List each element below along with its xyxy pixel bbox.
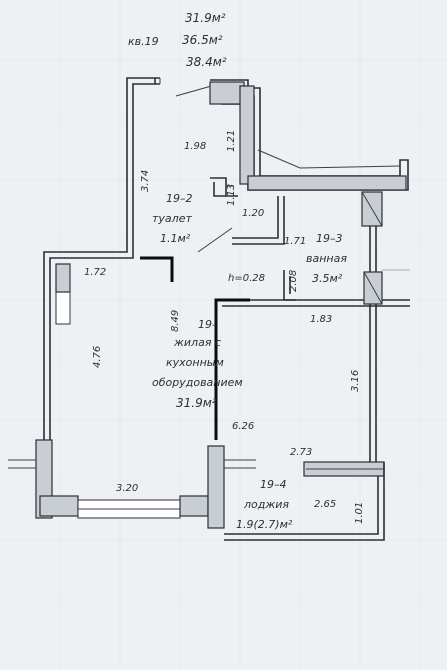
dim-113: 1.13	[226, 184, 237, 206]
dim-171: 1.71	[284, 236, 306, 247]
wc-area: 1.1м²	[160, 232, 191, 245]
header-apt: кв.19	[128, 35, 159, 48]
dim-265: 2.65	[314, 499, 336, 510]
loggia-name: лоджия	[243, 498, 289, 511]
dim-h: h=0.28	[228, 273, 265, 284]
dim-476: 4.76	[92, 346, 103, 368]
marker-lines	[140, 256, 250, 440]
dim-626: 6.26	[232, 421, 254, 432]
header-area-1: 31.9м²	[185, 11, 226, 25]
living-name-2: кухонным	[166, 356, 224, 369]
header-area-3: 38.4м²	[186, 55, 227, 69]
living-area: 31.9м²	[176, 396, 217, 410]
loggia-number: 19–4	[260, 478, 287, 491]
dim-120: 1.20	[242, 208, 264, 219]
dim-198: 1.98	[184, 141, 206, 152]
left-wall	[43, 77, 161, 440]
loggia-walls	[224, 461, 385, 541]
wc-number: 19–2	[166, 192, 193, 205]
leader-lines	[197, 227, 233, 253]
dim-172: 1.72	[84, 267, 106, 278]
toilet-walls	[210, 177, 285, 245]
dim-273: 2.73	[290, 447, 312, 458]
dim-320: 3.20	[116, 483, 138, 494]
bath-number: 19–3	[316, 232, 343, 245]
dim-121: 1.21	[226, 130, 237, 152]
dim-849: 8.49	[170, 310, 181, 332]
header-leader	[175, 84, 216, 97]
living-name-3: оборудованием	[152, 376, 243, 389]
header-area-2: 36.5м²	[182, 33, 223, 47]
bottom-wall	[8, 439, 256, 529]
dim-316: 3.16	[350, 370, 361, 392]
dim-374: 3.74	[140, 170, 151, 192]
dim-208: 2.08	[288, 270, 299, 292]
dim-183: 1.83	[310, 314, 332, 325]
bathroom-walls	[222, 191, 410, 307]
living-number: 19–	[198, 318, 218, 331]
dim-101: 1.01	[354, 502, 365, 524]
living-name-1: жилая с	[173, 336, 221, 349]
shaft-walls	[209, 79, 409, 191]
wc-name: туалет	[152, 212, 192, 225]
loggia-area: 1.9(2.7)м²	[236, 518, 293, 531]
bath-area: 3.5м²	[312, 272, 343, 285]
left-window	[55, 263, 71, 325]
right-wall	[369, 226, 377, 462]
bath-name: ванная	[306, 252, 347, 265]
